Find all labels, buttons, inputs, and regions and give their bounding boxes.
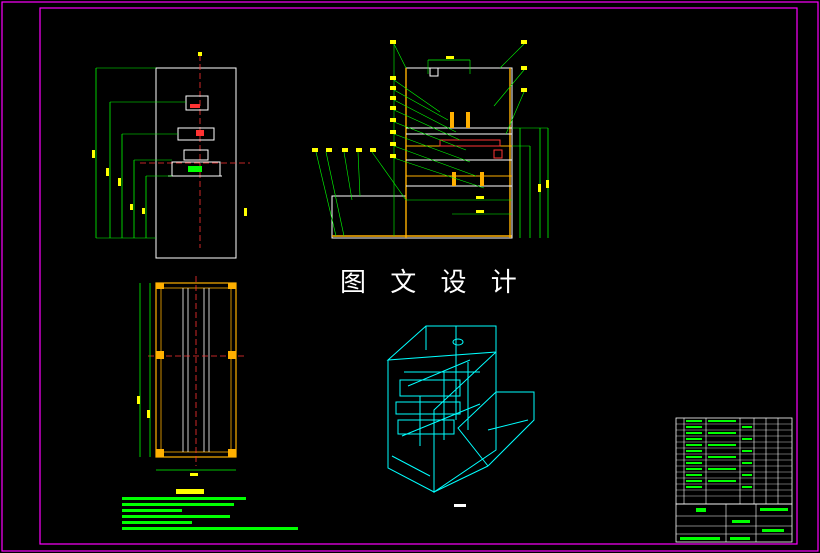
watermark-text: 图 文 设 计 (340, 268, 525, 298)
side-view (312, 40, 549, 239)
iso-view-label (454, 504, 466, 507)
technical-notes (122, 489, 298, 530)
isometric-view (386, 325, 535, 493)
inner-frame (39, 7, 798, 545)
top-view (137, 276, 244, 476)
title-block (675, 503, 793, 543)
parts-list (675, 417, 793, 505)
front-view (92, 52, 250, 259)
